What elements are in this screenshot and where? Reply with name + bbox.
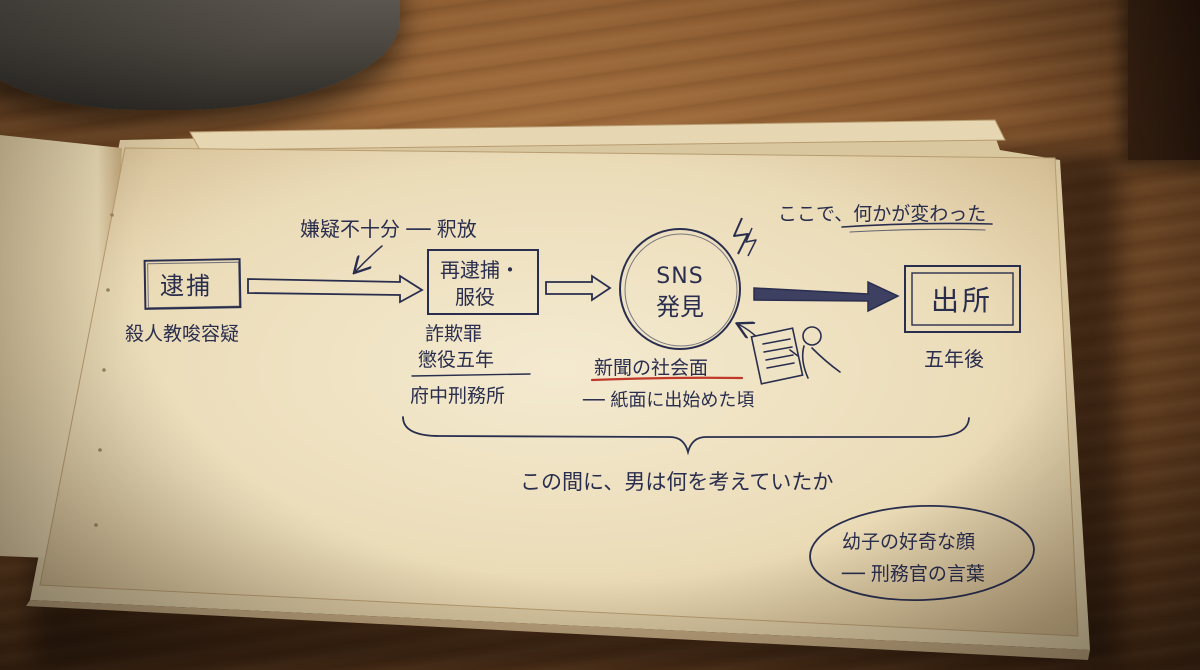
quote-line2: ── 刑務官の言葉 (841, 563, 985, 585)
newspaper-line2: ── 紙面に出始めた頃 (582, 390, 754, 411)
shelf-edge (1128, 0, 1200, 160)
rearrest-line2: 服役 (455, 285, 495, 309)
right-page (39, 147, 1079, 637)
release-box (904, 265, 1021, 333)
change-underline (841, 222, 993, 228)
change-note: ここで、何かが変わった (778, 203, 986, 225)
newspaper-line1: 新聞の社会面 (594, 357, 708, 379)
sns-line2: 発見 (656, 293, 704, 321)
arrest-label: 逮捕 (160, 272, 212, 300)
newspaper-reader-icon (750, 326, 841, 385)
release-pointer (355, 245, 383, 272)
crime-line1: 詐欺罪 (425, 323, 482, 345)
arrow-3 (753, 280, 900, 313)
newspaper-underline (590, 376, 744, 382)
divider-crime (411, 373, 531, 377)
lightning-icon (733, 217, 757, 257)
rearrest-line1: 再逮捕・ (440, 258, 520, 282)
arrow-2 (545, 274, 612, 302)
quote-line1: 幼子の好奇な顔 (842, 531, 975, 553)
crime-line2: 懲役五年 (418, 349, 494, 371)
release-label: 出所 (931, 284, 993, 317)
release-note: 嫌疑不十分 ── 釈放 (300, 217, 477, 241)
rearrest-box (427, 249, 539, 315)
arrow-1 (247, 274, 424, 304)
quote-ellipse (809, 504, 1035, 602)
period-brace (402, 416, 970, 456)
binding-holes (94, 213, 114, 527)
question-note: この間に、男は何を考えていたか (520, 470, 833, 494)
prison-label: 府中刑務所 (410, 385, 505, 407)
release-after-note: 五年後 (924, 347, 984, 371)
arrest-note: 殺人教唆容疑 (125, 323, 239, 345)
sns-line1: SNS (656, 264, 703, 289)
arrest-box (143, 258, 242, 310)
sns-circle (619, 228, 741, 350)
